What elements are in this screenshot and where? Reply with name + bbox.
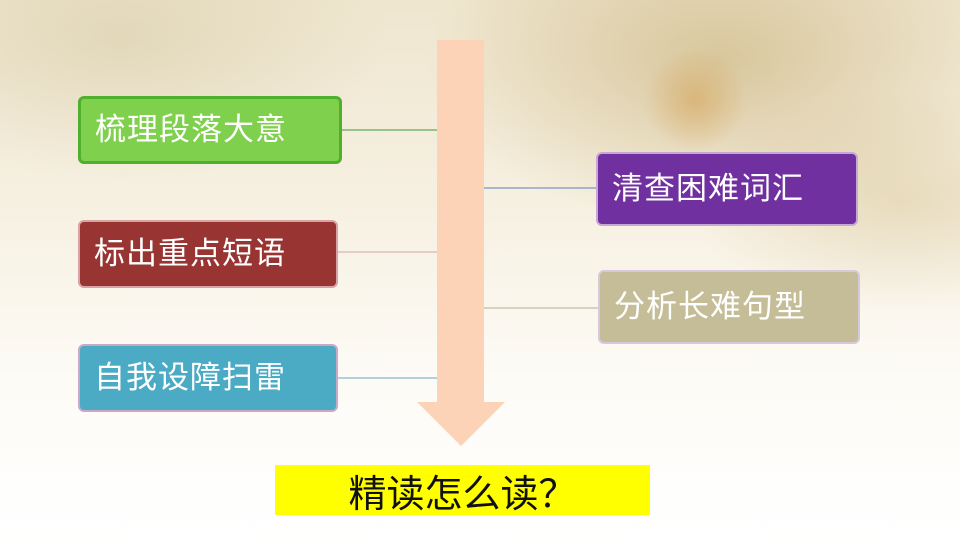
step-label: 分析长难句型	[614, 288, 806, 325]
step-box-outline-paragraphs: 梳理段落大意	[78, 96, 342, 164]
step-box-analyze-sentences: 分析长难句型	[598, 270, 860, 344]
step-label: 清查困难词汇	[612, 170, 804, 207]
step-label: 自我设障扫雷	[94, 359, 286, 396]
down-arrow-shape	[417, 40, 505, 446]
step-box-mark-phrases: 标出重点短语	[78, 220, 338, 288]
step-box-check-vocabulary: 清查困难词汇	[596, 152, 858, 226]
step-label: 梳理段落大意	[95, 111, 287, 148]
step-label: 标出重点短语	[94, 235, 286, 272]
bottom-title: 精读怎么读？	[275, 465, 650, 516]
bottom-title-text: 精读怎么读？	[348, 471, 577, 516]
step-box-self-questions: 自我设障扫雷	[78, 344, 338, 412]
